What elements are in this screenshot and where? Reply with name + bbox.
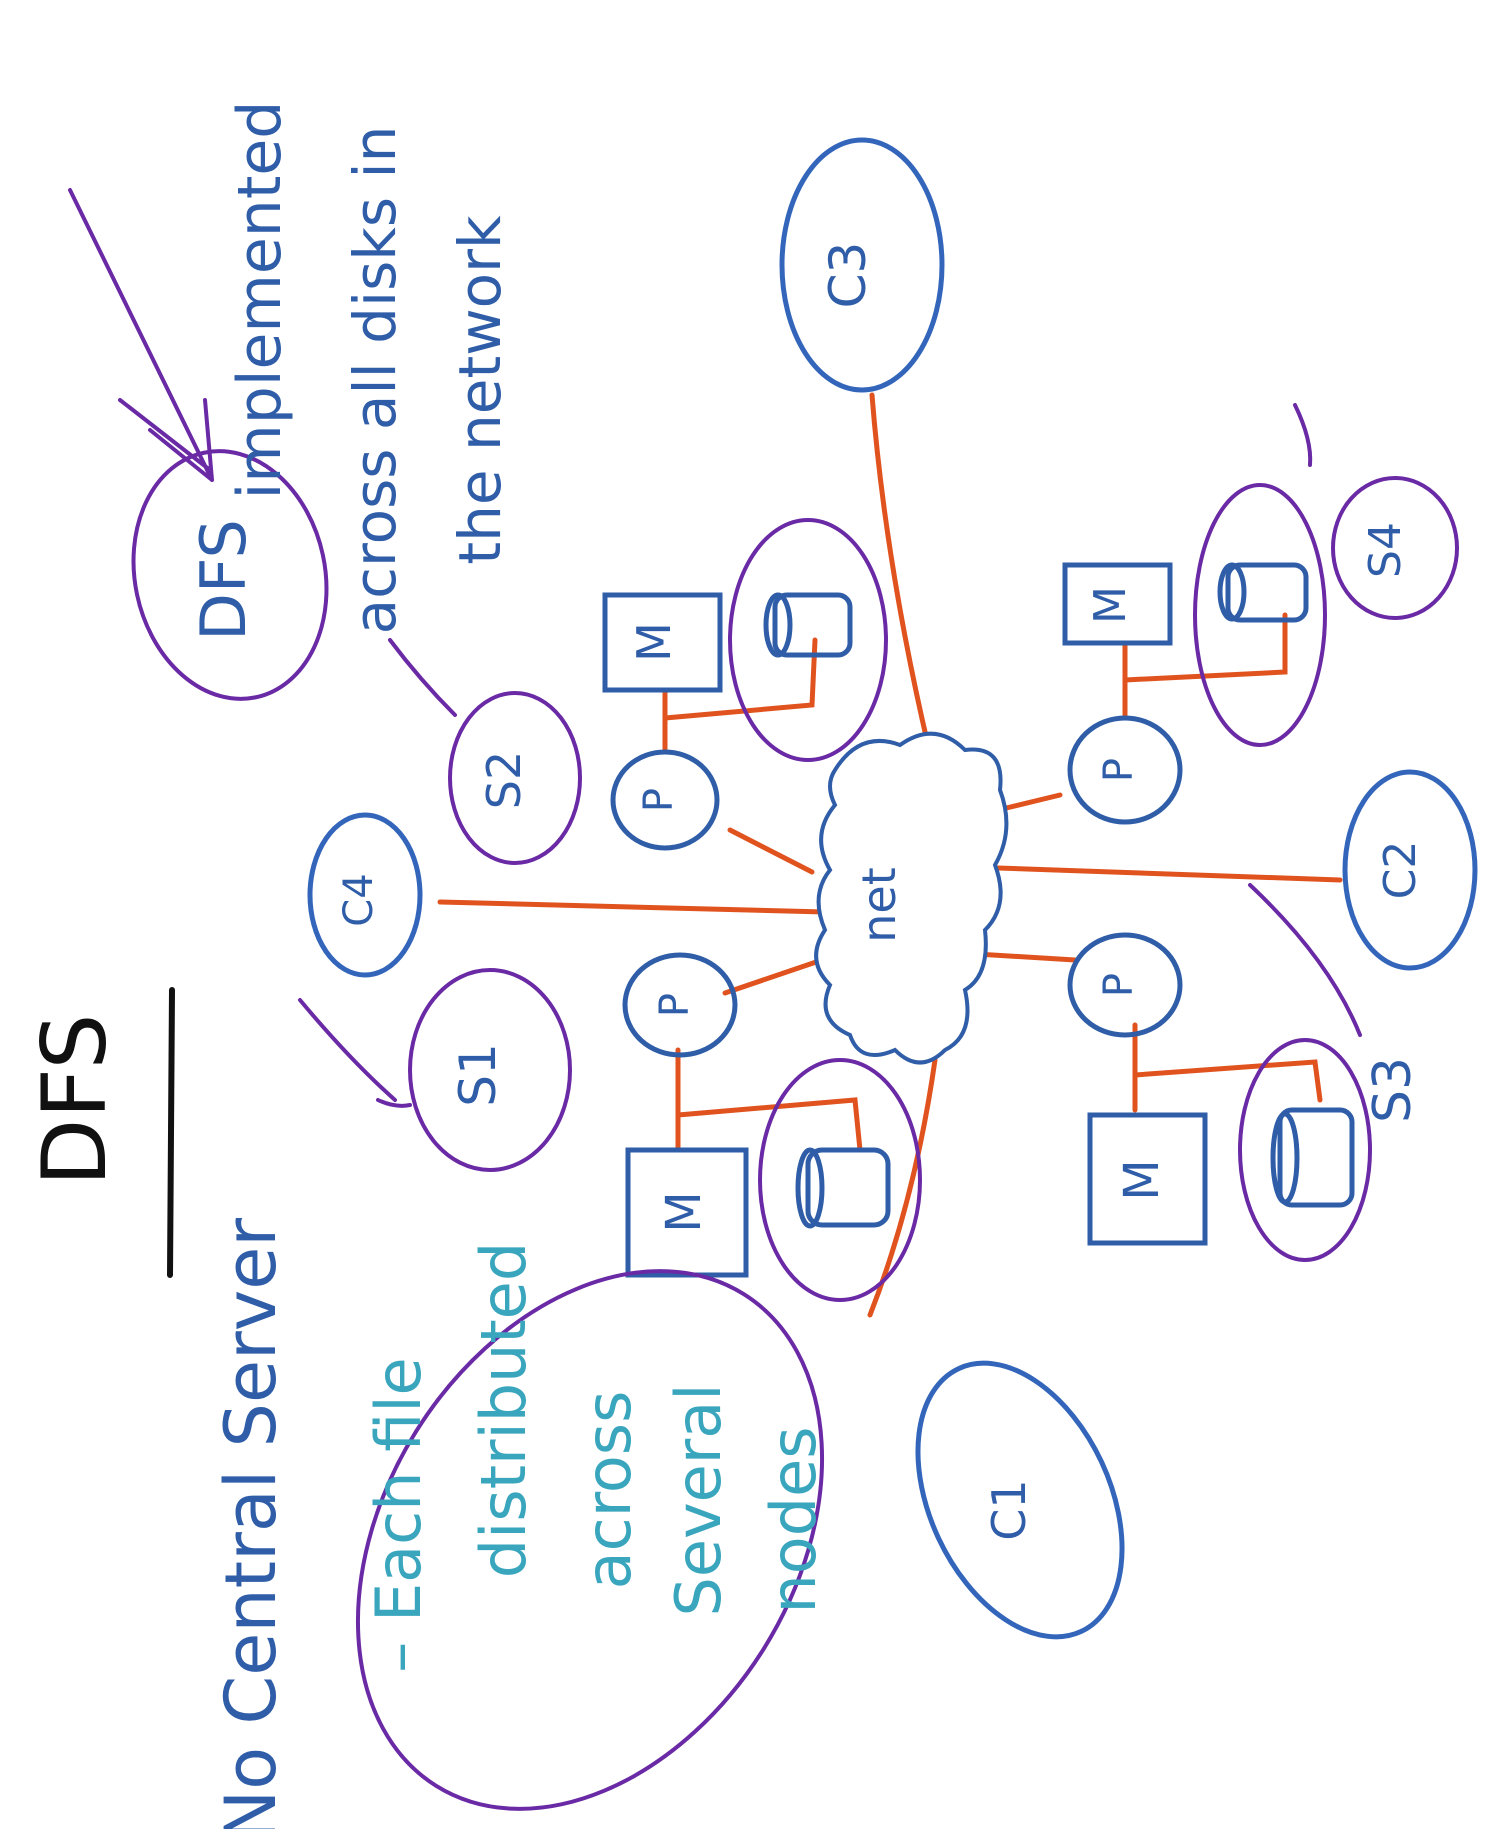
note-each-file: – Each file — [362, 1357, 435, 1672]
note-nodes: nodes — [757, 1426, 830, 1613]
client-c3-label: C3 — [819, 242, 877, 309]
node-s4: P M S4 — [1062, 476, 1459, 825]
processor-4-label: P — [1096, 758, 1142, 782]
top-note-network: the network — [446, 215, 514, 565]
server-s2-ring — [448, 691, 582, 865]
server-s1-label: S1 — [449, 1043, 507, 1107]
client-c2-label: C2 — [1375, 841, 1426, 900]
disk-4-ring — [1193, 483, 1327, 747]
processor-1-circle — [622, 952, 738, 1058]
disk-1-icon — [805, 1147, 891, 1228]
link-c4-net — [437, 899, 828, 915]
top-dfs-ring — [131, 449, 329, 701]
processor-1-label: P — [652, 993, 698, 1017]
top-arrow-icon — [68, 188, 214, 482]
pointer-stroke-s1 — [298, 998, 412, 1108]
client-c2: C2 — [1342, 769, 1478, 971]
disk-2-icon — [772, 592, 853, 658]
node4-bus — [1122, 612, 1288, 721]
link-p2-net — [727, 827, 815, 875]
memory-3-label: M — [1114, 1159, 1170, 1200]
network-label: net — [852, 867, 906, 943]
client-c1: C1 — [915, 1360, 1125, 1640]
processor-2-circle — [610, 749, 720, 851]
client-c3: C3 — [779, 137, 945, 393]
client-c1-circle — [915, 1360, 1125, 1640]
link-c3-net — [869, 392, 931, 748]
server-s4-ring — [1331, 476, 1459, 620]
server-s3-pointer — [1248, 883, 1362, 1037]
client-c4-label: C4 — [336, 873, 382, 926]
page-title: DFS — [23, 1014, 126, 1187]
node1-bus — [675, 1047, 863, 1153]
disk-2-ring — [728, 518, 888, 762]
link-p4-net — [995, 792, 1063, 813]
notes-highlight-ring — [355, 1269, 825, 1811]
memory-2-label: M — [627, 622, 681, 662]
client-c1-label: C1 — [982, 1479, 1036, 1540]
pointer-stroke-s2 — [388, 638, 457, 717]
top-note-across-disks: across all disks in — [341, 126, 409, 635]
processor-4-circle — [1067, 715, 1183, 825]
memory-3-box — [1087, 1112, 1208, 1246]
network-cloud — [814, 731, 1009, 1065]
client-c4-circle — [307, 812, 423, 978]
top-note-implemented: implemented — [225, 101, 295, 500]
node-s3: P M S3 — [1067, 883, 1423, 1262]
node3-bus — [1132, 1022, 1323, 1113]
link-c2-net — [995, 865, 1343, 883]
memory-4-box — [1062, 562, 1173, 646]
link-c1-net — [867, 1057, 938, 1318]
node-s2: P M S2 — [448, 518, 888, 865]
client-c2-circle — [1342, 769, 1478, 971]
note-distributed: distributed — [467, 1242, 540, 1578]
pointer-stroke-s4 — [1293, 403, 1313, 467]
processor-3-label: P — [1096, 973, 1142, 997]
disk-4-cap — [1217, 562, 1247, 622]
client-c4: C4 — [307, 812, 423, 978]
disk-3-icon — [1277, 1107, 1355, 1208]
client-c3-circle — [779, 137, 945, 393]
processor-3-circle — [1067, 932, 1183, 1038]
title-underline — [167, 987, 175, 1278]
note-several: Several — [662, 1383, 735, 1616]
node-s1: P M S1 — [408, 952, 922, 1302]
disk-3-cap — [1270, 1111, 1300, 1205]
network-links — [437, 392, 1343, 1318]
note-no-central-server: No Central Server — [210, 1218, 292, 1829]
top-dfs-label: DFS — [187, 519, 260, 641]
memory-1-label: M — [656, 1191, 712, 1232]
note-across: across — [572, 1391, 645, 1590]
server-s2-label: S2 — [477, 751, 531, 809]
processor-2-label: P — [636, 788, 682, 812]
disk-4-icon — [1225, 562, 1309, 623]
memory-2-box — [602, 592, 723, 693]
server-s3-label: S3 — [1363, 1057, 1423, 1123]
disk-1-ring — [758, 1058, 922, 1302]
server-s4-label: S4 — [1360, 522, 1411, 578]
server-s1-ring — [408, 968, 572, 1172]
node2-bus — [662, 637, 818, 755]
disk-1-cap — [795, 1147, 825, 1229]
disk-2-cap — [763, 592, 793, 658]
disk-3-ring — [1238, 1038, 1372, 1262]
memory-4-label: M — [1085, 586, 1136, 624]
link-p1-net — [722, 957, 825, 996]
